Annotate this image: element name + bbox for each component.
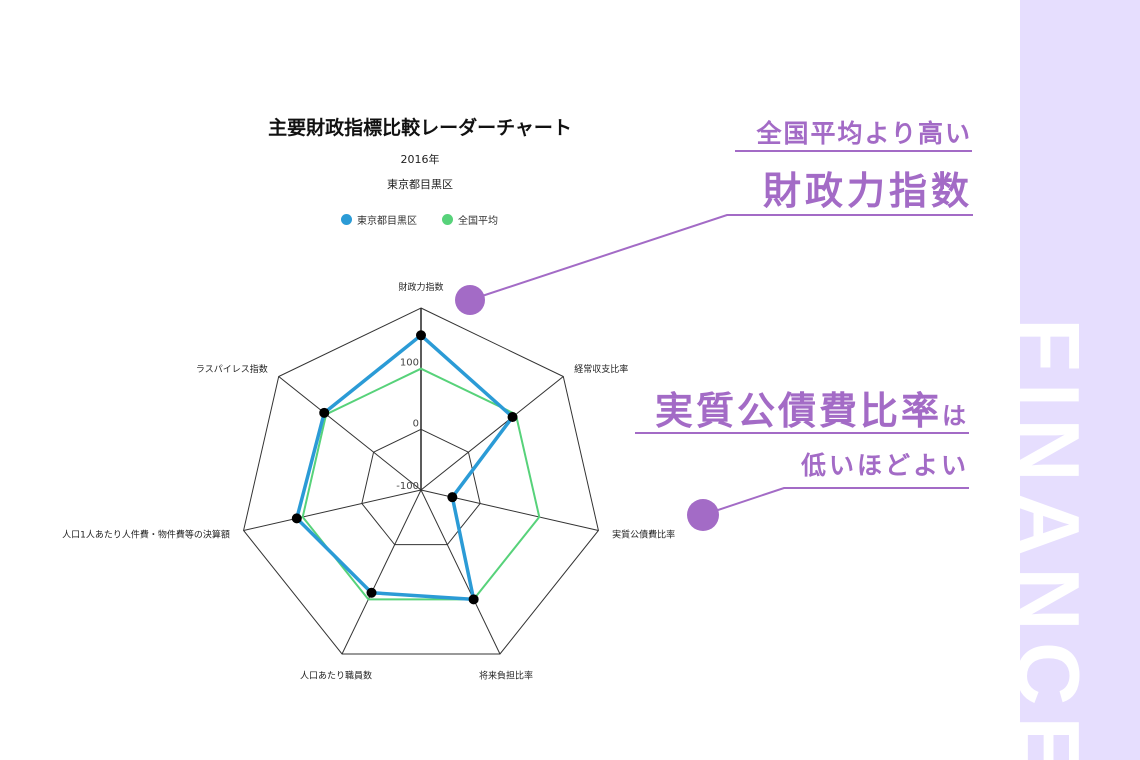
axis-spoke <box>420 489 501 655</box>
annotation-callouts <box>455 150 973 531</box>
grid-ring <box>243 307 599 655</box>
callout-line-debt-ratio <box>702 487 969 516</box>
side-banner-text: FINANCE <box>1020 318 1098 760</box>
chart-subtitle-year: 2016年 <box>400 153 440 166</box>
legend-item-meguro[interactable]: 東京都目黒区 <box>341 212 417 227</box>
tick-label: 0 <box>413 418 419 429</box>
data-point <box>319 407 330 418</box>
data-point <box>416 330 426 341</box>
chart-subtitle-area: 東京都目黒区 <box>387 178 453 191</box>
tick-label: 100 <box>400 358 419 369</box>
axis-spoke <box>341 489 422 655</box>
annotation-lower-is-better: 低いほどよい <box>800 451 969 480</box>
legend-marker-icon <box>442 214 453 225</box>
series-line-national-average <box>301 367 541 601</box>
chart-title: 主要財政指標比較レーダーチャート <box>268 117 572 139</box>
axis-spoke <box>420 376 564 491</box>
axis-spoke <box>278 376 422 491</box>
side-banner: FINANCE <box>1020 0 1140 760</box>
annotation-debt-ratio: 実質公債費比率は <box>655 380 969 435</box>
annotation-debt-ratio-label: 実質公債費比率 <box>654 389 942 433</box>
tick-label: -100 <box>396 481 419 492</box>
grid-ring <box>361 428 481 546</box>
data-point <box>366 587 377 598</box>
legend-label: 東京都目黒区 <box>357 216 417 227</box>
category-label: ラスパイレス指数 <box>196 363 268 375</box>
annotation-particle: は <box>942 402 969 430</box>
category-label: 実質公債費比率 <box>612 529 675 541</box>
legend-marker-icon <box>341 214 352 225</box>
callout-dot-fiscal-index <box>455 285 485 315</box>
series-line-meguro <box>294 333 515 602</box>
annotation-above-average: 全国平均より高い <box>756 119 972 148</box>
category-label: 経常収支比率 <box>574 363 628 375</box>
category-label: 人口あたり職員数 <box>300 670 372 682</box>
data-point <box>291 513 302 524</box>
category-label: 人口1人あたり人件費・物件費等の決算額 <box>62 529 230 541</box>
category-label: 将来負担比率 <box>479 670 533 682</box>
callout-dot-debt-ratio <box>687 499 719 531</box>
data-point <box>468 594 479 605</box>
callout-line-fiscal-index <box>469 214 973 301</box>
axis-spoke <box>243 489 422 531</box>
data-point <box>507 411 518 422</box>
legend-label: 全国平均 <box>458 216 498 227</box>
data-point <box>447 492 458 503</box>
legend-item-national-average[interactable]: 全国平均 <box>442 212 498 227</box>
category-label: 財政力指数 <box>398 281 443 293</box>
annotation-fiscal-index: 財政力指数 <box>762 169 973 213</box>
